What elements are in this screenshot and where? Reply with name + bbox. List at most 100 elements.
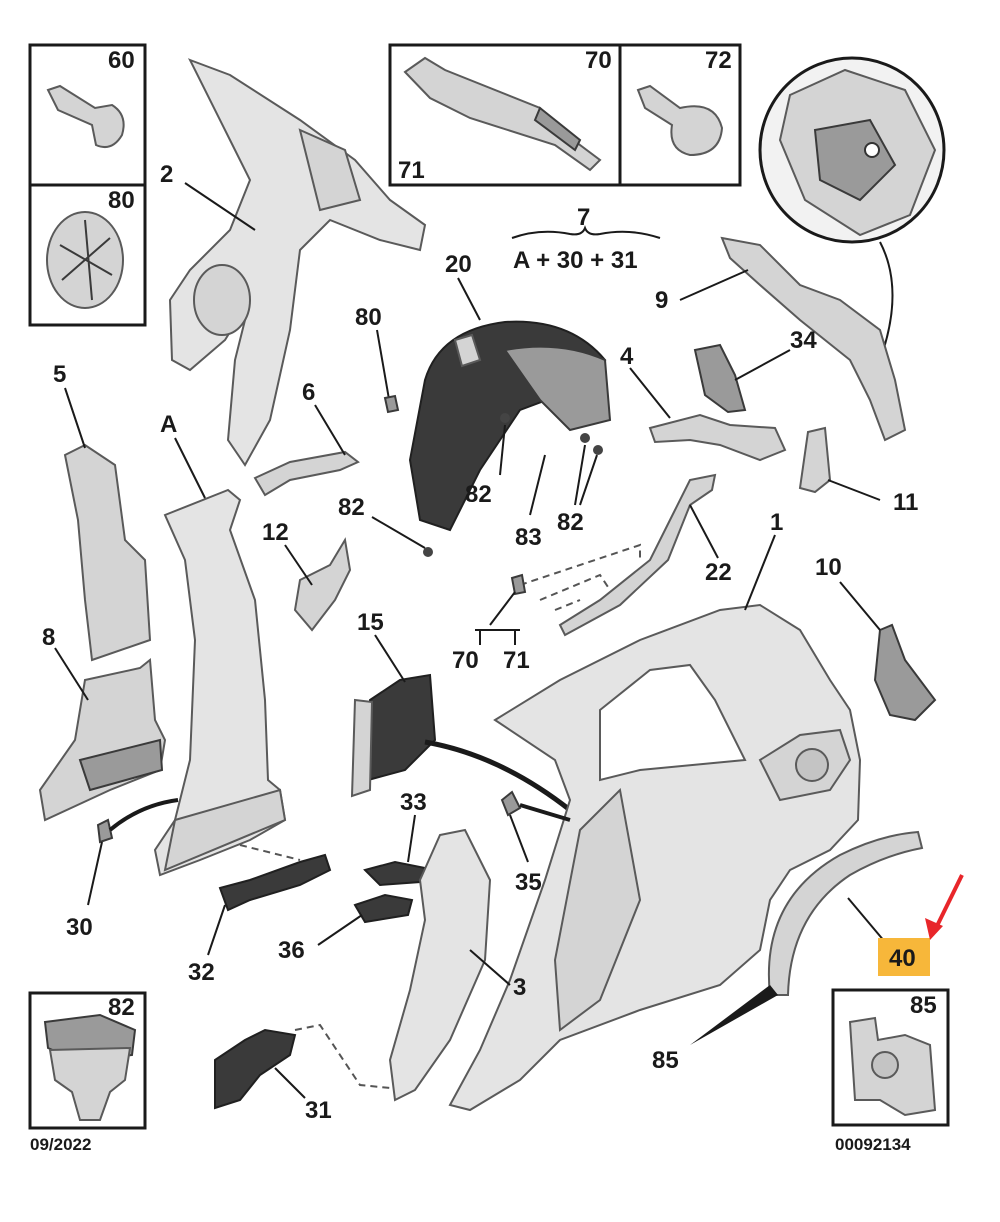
part-35 <box>500 790 522 817</box>
leader-4 <box>629 367 671 419</box>
part-31 <box>214 1028 297 1110</box>
inset-box-60: 60 <box>28 43 147 187</box>
leader-8 <box>54 647 89 701</box>
callout-5: 5 <box>53 361 66 388</box>
callout-70b: 70 <box>452 647 479 674</box>
leader-83 <box>529 454 546 516</box>
callout-A: A <box>160 411 177 438</box>
part-9 <box>720 236 907 442</box>
part-22 <box>558 473 717 637</box>
part-5 <box>63 443 152 662</box>
callout-85: 85 <box>652 1047 679 1074</box>
clip-82b-2 <box>593 445 603 455</box>
callout-82-box: 82 <box>108 994 135 1021</box>
leader-30-arrow <box>108 798 179 832</box>
leader-31 <box>274 1067 306 1099</box>
part-12 <box>293 537 352 632</box>
callout-31: 31 <box>305 1097 332 1124</box>
detail-magnifier <box>758 56 946 361</box>
callout-82c: 82 <box>338 494 365 521</box>
callout-82b: 82 <box>557 509 584 536</box>
callout-36: 36 <box>278 937 305 964</box>
leader-85-arrow <box>690 985 778 1045</box>
leader-15 <box>374 634 406 683</box>
leader-32 <box>207 904 226 956</box>
leader-A <box>174 437 206 499</box>
part-6 <box>253 450 360 497</box>
leader-82c <box>371 516 426 549</box>
part-40-arch-trim <box>767 830 924 996</box>
part-20-wheel-liner <box>408 320 612 532</box>
dash-32 <box>239 844 301 861</box>
leader-22 <box>689 504 719 559</box>
clip-82c <box>423 547 433 557</box>
part-2 <box>168 58 427 467</box>
callout-32: 32 <box>188 959 215 986</box>
clip-82a <box>500 413 510 423</box>
part-A <box>153 488 287 877</box>
callout-20: 20 <box>445 251 472 278</box>
callout-80-box: 80 <box>108 187 135 214</box>
callout-72: 72 <box>705 47 732 74</box>
callout-6: 6 <box>302 379 315 406</box>
leader-6 <box>314 404 346 456</box>
leader-5 <box>64 387 86 449</box>
callout-30: 30 <box>66 914 93 941</box>
leader-11 <box>827 479 881 501</box>
part-3 <box>388 828 492 1102</box>
callout-70: 70 <box>585 47 612 74</box>
callout-12: 12 <box>262 519 289 546</box>
leader-34 <box>734 349 791 381</box>
inset-box-70-71-72: 70 71 72 <box>388 43 742 187</box>
leader-36 <box>317 914 363 946</box>
leader-82b <box>574 444 598 506</box>
callout-40: 40 <box>889 945 916 972</box>
leader-70-71 <box>475 591 520 645</box>
callout-1: 1 <box>770 509 783 536</box>
footer-ref: 00092134 <box>835 1135 911 1154</box>
formula-label: A + 30 + 31 <box>513 247 638 274</box>
part-33 <box>363 860 427 887</box>
part-15 <box>350 673 437 798</box>
inset-box-80: 80 <box>28 183 147 327</box>
part-8 <box>38 658 167 822</box>
callout-15: 15 <box>357 609 384 636</box>
part-4 <box>648 413 787 462</box>
leader-40 <box>847 897 886 943</box>
leader-35-arrow <box>519 803 571 822</box>
leader-15-arrow <box>424 739 572 812</box>
callout-85-box: 85 <box>910 992 937 1019</box>
leader-80 <box>376 329 391 406</box>
clip-70-71 <box>510 573 527 596</box>
leader-1 <box>744 534 776 611</box>
callout-71-box: 71 <box>398 157 425 184</box>
callout-4: 4 <box>620 343 634 370</box>
leader-30 <box>87 841 103 906</box>
leader-3 <box>469 949 511 986</box>
leader-12 <box>284 544 313 586</box>
callout-10: 10 <box>815 554 842 581</box>
callout-35: 35 <box>515 869 542 896</box>
callout-71b: 71 <box>503 647 530 674</box>
clip-30 <box>96 818 114 844</box>
callout-33: 33 <box>400 789 427 816</box>
callout-9: 9 <box>655 287 668 314</box>
part-11 <box>798 426 832 494</box>
leader-20 <box>457 277 481 321</box>
callout-83: 83 <box>515 524 542 551</box>
callout-80: 80 <box>355 304 382 331</box>
callout-8: 8 <box>42 624 55 651</box>
leader-35 <box>509 814 529 863</box>
dash-lines-70-71 <box>519 543 641 611</box>
callout-11: 11 <box>893 489 918 516</box>
leader-82a <box>499 424 506 476</box>
leader-10 <box>839 581 881 631</box>
part-1-quarter-panel <box>448 603 862 1112</box>
part-32 <box>218 853 332 912</box>
part-34 <box>693 343 747 414</box>
clip-82b-1 <box>580 433 590 443</box>
footer-date: 09/2022 <box>30 1135 91 1154</box>
callout-82a: 82 <box>465 481 492 508</box>
part-36 <box>353 893 414 924</box>
callout-7: 7 <box>577 204 590 231</box>
